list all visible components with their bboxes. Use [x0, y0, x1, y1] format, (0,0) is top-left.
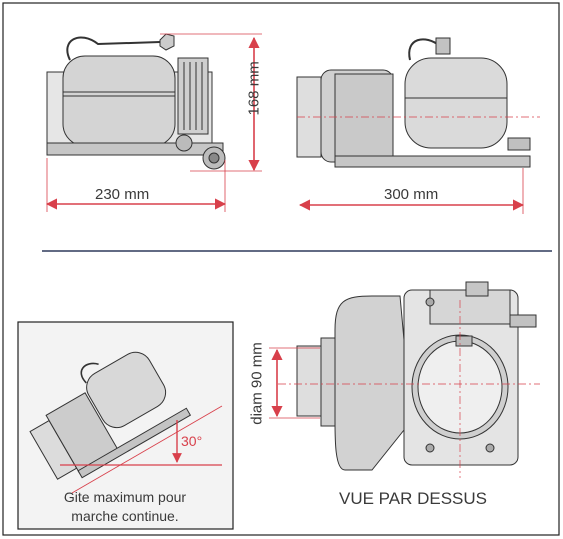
- top-view-title: VUE PAR DESSUS: [339, 489, 488, 508]
- side-view-drawing: [296, 37, 531, 168]
- side-length-label: 300 mm: [384, 186, 439, 203]
- side-length-dimension: [298, 168, 525, 214]
- diameter-label: diam 90 mm: [248, 342, 266, 425]
- heel-angle-label: 30°: [181, 433, 203, 449]
- heel-angle-line: [71, 405, 223, 494]
- front-width-label: 230 mm: [95, 186, 150, 203]
- front-view-drawing: [46, 33, 226, 170]
- heeled-unit-drawing: [29, 351, 192, 480]
- top-view-drawing: [296, 281, 537, 471]
- front-height-dimension: [160, 33, 262, 172]
- front-width-dimension: [45, 158, 227, 212]
- diameter-dimension: [269, 347, 320, 419]
- front-height-label: 168 mm: [245, 61, 263, 116]
- heel-caption: Gite maximum pour marche continue.: [63, 489, 187, 524]
